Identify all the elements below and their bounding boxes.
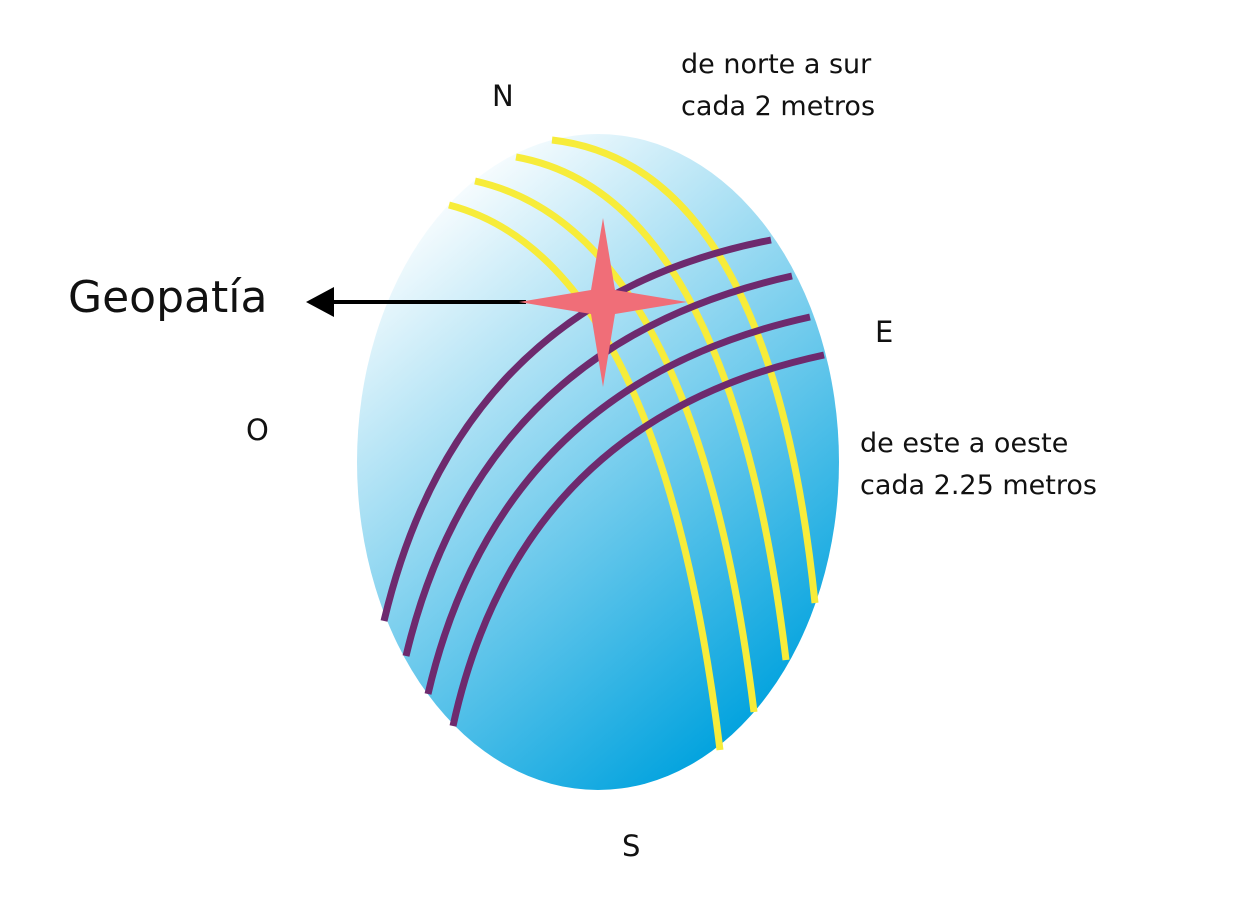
east-west-line: [449, 351, 825, 727]
north-south-note-line1: de norte a sur: [681, 49, 872, 80]
arrow-head: [306, 287, 334, 317]
east-west-line: [402, 272, 793, 657]
east-label: E: [875, 315, 894, 349]
north-label: N: [492, 79, 514, 113]
north-south-note-line2: cada 2 metros: [681, 90, 876, 122]
south-label: S: [622, 829, 641, 863]
west-label: O: [246, 413, 269, 447]
east-west-lines: [380, 236, 825, 727]
east-west-line: [380, 236, 772, 622]
arrow: [306, 287, 526, 317]
north-south-note: de norte a sur cada 2 metros: [681, 44, 875, 128]
north-south-line: [448, 201, 724, 751]
east-west-note-line1: de este a oeste: [860, 428, 1069, 459]
star-icon: [519, 218, 687, 387]
east-west-line: [424, 313, 811, 695]
east-west-note-line2: cada 2.25 metros: [860, 469, 1097, 501]
east-west-note: de este a oeste cada 2.25 metros: [860, 423, 1097, 507]
north-south-lines: [448, 136, 819, 751]
north-south-line: [474, 177, 758, 713]
geopathy-label: Geopatía: [68, 272, 268, 323]
north-south-line: [551, 136, 819, 604]
north-south-line: [515, 153, 790, 661]
